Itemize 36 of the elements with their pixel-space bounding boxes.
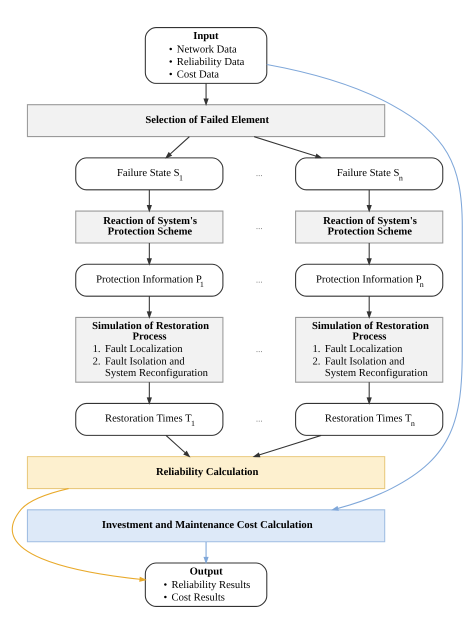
label: ...: [256, 168, 263, 178]
node-box: Restoration Times T$_{n}$: [295, 402, 444, 436]
arrow: [146, 190, 152, 213]
node-box: Failure State S$_{n}$: [295, 157, 444, 190]
node-box: Simulation of Restoration Process 1. Fault Localization 2. Fault Isolation and System Reconfiguration: [75, 316, 224, 383]
arrow: [146, 382, 152, 405]
node-box: Reaction of System's Protection Scheme: [295, 210, 444, 244]
node-box: Input • Network Data • Reliability Data • Cost Data: [144, 27, 268, 84]
arrow: [252, 434, 322, 458]
arrow: [203, 84, 209, 106]
node-box: Protection Information P$_{n}$: [295, 264, 444, 297]
node-box: Output • Reliability Results • Cost Results: [144, 562, 268, 607]
node-box: Selection of Failed Element: [26, 104, 386, 138]
arrow: [166, 435, 190, 458]
arrow: [366, 296, 372, 319]
arrow: [366, 382, 372, 405]
label: ...: [256, 414, 263, 424]
arrow: [146, 296, 152, 319]
arrow: [254, 136, 323, 159]
arrow: [12, 488, 147, 582]
arrow: [366, 190, 372, 213]
node-box: Investment and Maintenance Cost Calculation: [26, 509, 386, 542]
node-box: Reaction of System's Protection Scheme: [75, 210, 224, 244]
arrow: [266, 64, 463, 511]
label: ...: [256, 274, 263, 284]
arrow: [203, 542, 209, 564]
arrow: [146, 243, 152, 266]
label: ...: [256, 344, 263, 354]
node-box: Reliability Calculation: [26, 456, 386, 490]
node-box: Simulation of Restoration Process 1. Fault Localization 2. Fault Isolation and System Reconfiguration: [295, 316, 444, 383]
node-box: Failure State S$_{1}$: [75, 157, 224, 190]
node-box: Protection Information P$_{1}$: [75, 264, 224, 297]
label: ...: [256, 221, 263, 232]
node-box: Restoration Times T$_{1}$: [75, 402, 224, 436]
arrow: [366, 243, 372, 266]
arrow: [164, 136, 190, 159]
